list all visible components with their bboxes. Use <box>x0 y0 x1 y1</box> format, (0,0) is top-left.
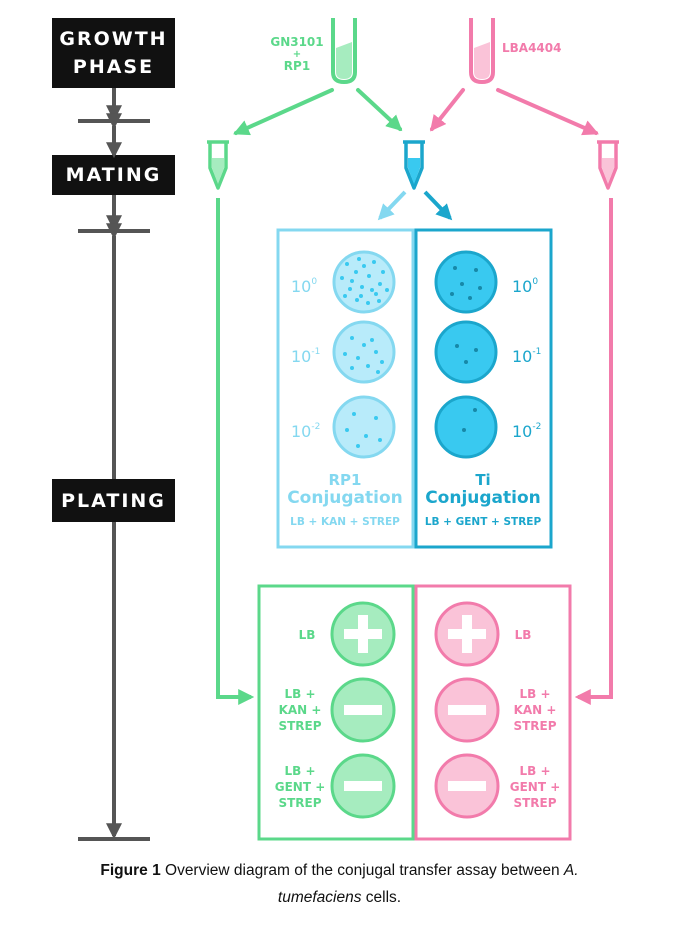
minus-icon <box>448 781 486 791</box>
caption-text: Overview diagram of the conjugal transfe… <box>160 862 564 879</box>
green-control-arrow <box>216 198 255 705</box>
plus-icon-v <box>358 615 368 653</box>
rp1-dilution-label-2: 10-2 <box>291 422 320 441</box>
pink-mating-tube-icon <box>597 140 619 190</box>
donor-plus-sign: + <box>293 49 301 60</box>
pink-control-row-0: LB <box>434 601 532 667</box>
green-control-row-0: LB <box>299 601 396 667</box>
minus-icon <box>448 705 486 715</box>
plating-phase-text: PLATING <box>61 489 166 512</box>
figure-caption: Figure 1 Overview diagram of the conjuga… <box>0 857 679 911</box>
recipient-culture-tube-icon <box>469 18 495 85</box>
diagram-canvas: GN3101 + RP1 LBA4404 <box>78 18 619 841</box>
ti-plate-dilution-0 <box>434 250 498 314</box>
ti-selection-media: LB + GENT + STREP <box>425 516 542 528</box>
pink-control-media-1-line3: STREP <box>513 719 556 733</box>
green-control-media-1-line2: KAN + <box>279 703 322 717</box>
rp1-plating-arrow <box>377 190 407 221</box>
recipient-strain-label: LBA4404 <box>502 41 561 55</box>
rp1-plate-dilution-0 <box>332 250 396 314</box>
ti-plating-arrow <box>423 190 453 221</box>
ti-dilution-label-0: 100 <box>512 277 538 296</box>
plating-phase-label: PLATING <box>52 479 175 522</box>
rp1-dilution-label-0: 100 <box>291 277 317 296</box>
green-control-media-0-line1: LB <box>299 628 316 642</box>
pink-control-panel <box>414 584 572 841</box>
rp1-plate-dilution-1 <box>332 320 396 384</box>
minus-icon <box>344 781 382 791</box>
rp1-panel-title-line1: RP1 <box>329 471 362 489</box>
pink-control-media-2-line3: STREP <box>513 796 556 810</box>
timeline <box>78 88 150 841</box>
green-control-media-2-line2: GENT + <box>275 780 326 794</box>
plus-icon-v <box>462 615 472 653</box>
green-control-media-2-line3: STREP <box>278 796 321 810</box>
pink-control-media-0-line1: LB <box>515 628 532 642</box>
pink-control-media-1-line1: LB + <box>519 687 550 701</box>
mating-phase-label: MATING <box>52 155 175 195</box>
mating-phase-text: MATING <box>65 164 162 186</box>
pink-control-media-2-line2: GENT + <box>510 780 561 794</box>
green-control-media-2-line1: LB + <box>284 764 315 778</box>
mating-arrows <box>233 88 599 136</box>
rp1-conjugation-panel <box>276 228 415 549</box>
green-control-row-1: LB + KAN + STREP <box>278 677 396 743</box>
rp1-selection-media: LB + KAN + STREP <box>290 516 400 528</box>
pink-control-media-2-line1: LB + <box>519 764 550 778</box>
ti-panel-title-line2: Conjugation <box>425 488 541 508</box>
donor-culture-tube-icon <box>331 18 357 85</box>
pink-control-arrow <box>574 198 613 705</box>
figure-label: Figure 1 <box>100 862 161 879</box>
ti-dilution-label-1: 10-1 <box>512 347 541 366</box>
rp1-plate-dilution-2 <box>332 395 396 459</box>
ti-plate-dilution-2 <box>434 395 498 459</box>
caption-species-genus: A. <box>563 862 579 879</box>
ti-dilution-label-2: 10-2 <box>512 422 541 441</box>
growth-phase-label: GROWTH PHASE <box>52 18 175 88</box>
pink-control-row-2: LB + GENT + STREP <box>434 753 561 819</box>
ti-conjugation-panel <box>414 228 553 549</box>
donor-strain-label: GN3101 <box>270 35 323 49</box>
blue-mating-tube-icon <box>403 140 425 190</box>
rp1-panel-title-line2: Conjugation <box>287 488 403 508</box>
ti-panel-title-line1: Ti <box>475 471 490 489</box>
green-control-row-2: LB + GENT + STREP <box>275 753 396 819</box>
pink-control-row-1: LB + KAN + STREP <box>434 677 557 743</box>
ti-plate-dilution-1 <box>434 320 498 384</box>
pink-control-media-1-line2: KAN + <box>514 703 557 717</box>
green-control-media-1-line3: STREP <box>278 719 321 733</box>
minus-icon <box>344 705 382 715</box>
caption-species-name: tumefaciens <box>277 889 362 906</box>
green-control-media-1-line1: LB + <box>284 687 315 701</box>
caption-text-end: cells. <box>361 889 402 906</box>
green-mating-tube-icon <box>207 140 229 190</box>
growth-phase-line2: PHASE <box>72 56 155 78</box>
donor-plasmid-label: RP1 <box>284 59 310 73</box>
green-control-panel <box>257 584 415 841</box>
rp1-dilution-label-1: 10-1 <box>291 347 320 366</box>
growth-phase-line1: GROWTH <box>59 28 168 50</box>
